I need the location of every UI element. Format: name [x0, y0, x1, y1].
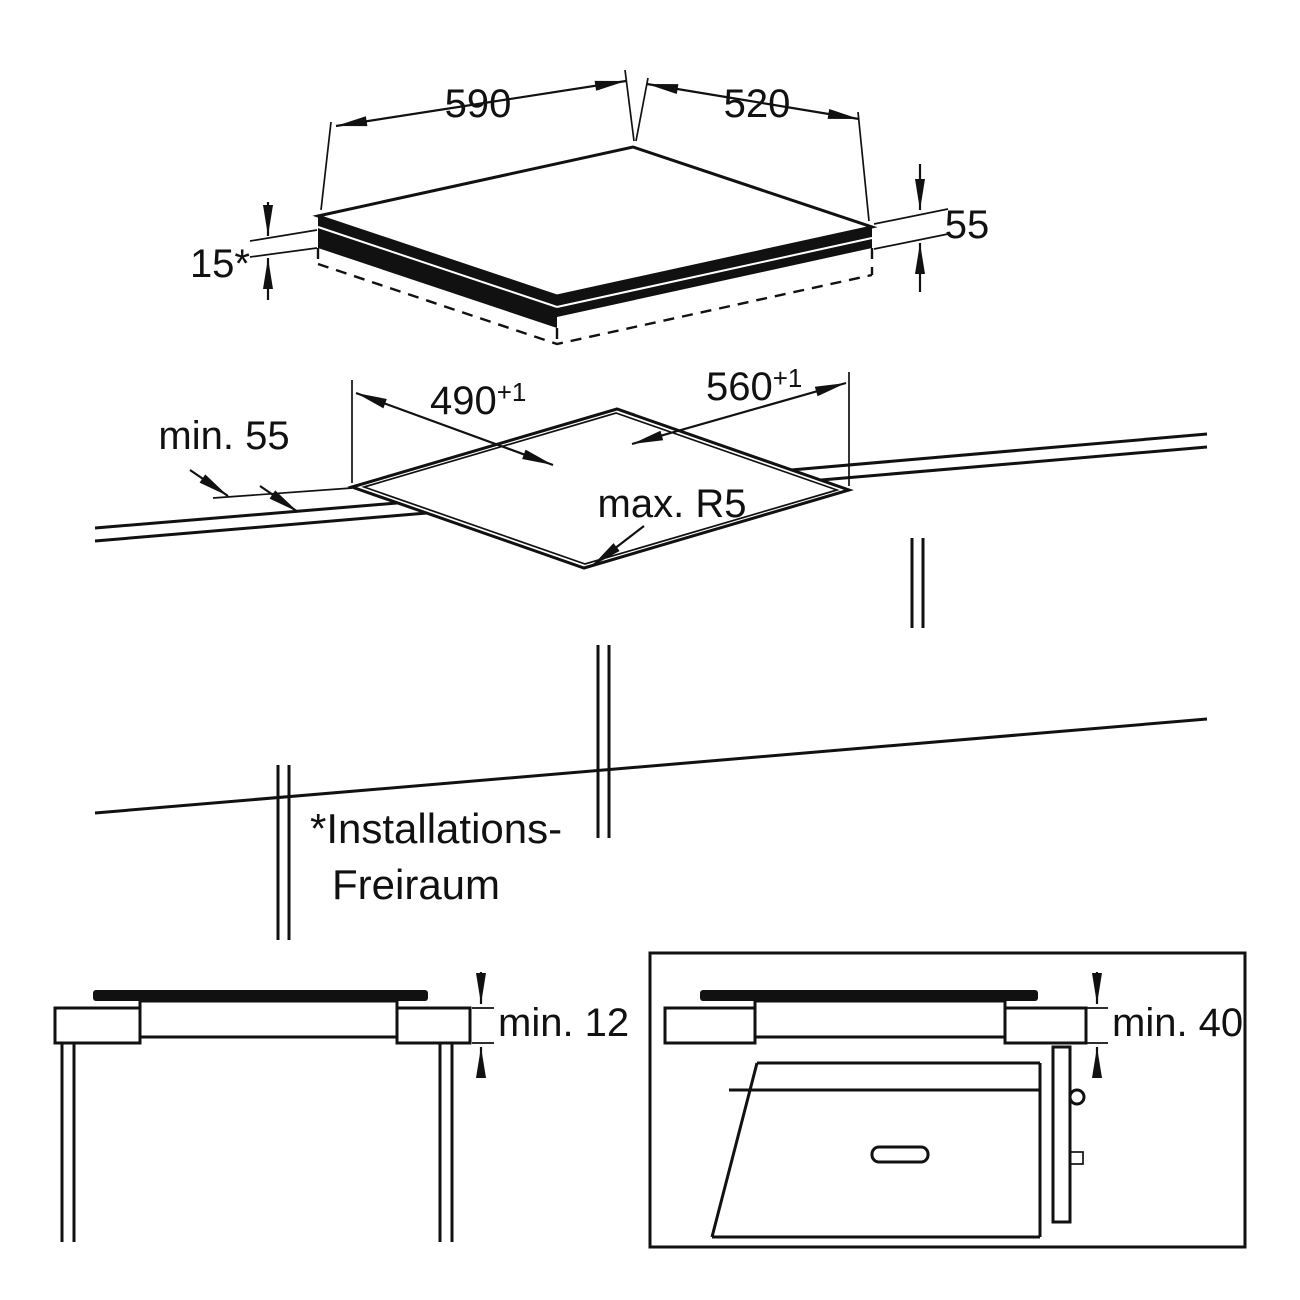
arrow-min55-lower — [259, 485, 299, 513]
hob-glass-section — [700, 990, 1038, 1001]
hob-body-left-face — [318, 226, 557, 328]
worktop-front-edge-right-top — [790, 432, 1208, 472]
oven-clearance-label: min. 40 — [1112, 1001, 1243, 1045]
counter-section-left — [53, 1006, 142, 1045]
counter-section-right — [395, 1006, 472, 1045]
hob-width-label: 590 — [445, 82, 512, 126]
worktop-lower-edge — [94, 717, 1208, 815]
leader-corner-radius — [591, 525, 645, 567]
cutout-width-label: 560+1 — [706, 363, 802, 409]
dim-line-560 — [631, 381, 847, 446]
dim-cutout-width: 560+1 — [631, 363, 850, 486]
oven-knob — [1068, 1088, 1086, 1106]
hob-glass-surface — [312, 145, 878, 298]
hob-body-section — [138, 999, 399, 1039]
dim-hob-depth: 520 — [635, 77, 870, 222]
counter-section-left — [663, 1006, 757, 1045]
cutout-depth-label: 490+1 — [430, 377, 526, 423]
oven — [710, 1061, 1042, 1239]
hob-glass-section — [93, 990, 428, 1001]
worktop-side-view: min. 12 — [53, 972, 629, 1242]
dim-line-520 — [646, 82, 860, 121]
dim-bottom-clearance: 15* — [190, 202, 318, 300]
cabinet-panel-right — [910, 538, 925, 628]
dim-cutout-depth: 490+1 — [351, 377, 554, 483]
hob-depth-label: 520 — [724, 82, 791, 126]
dim-line-490 — [355, 391, 554, 467]
note-line-1: *Installations- — [310, 805, 562, 852]
hob-glass-edge-left — [318, 216, 557, 306]
front-distance-label: min. 55 — [158, 414, 289, 458]
corner-radius-label: max. R5 — [598, 482, 747, 526]
worktop-view — [94, 407, 1208, 940]
hob-body-section — [753, 999, 1007, 1039]
dim-corner-radius: max. R5 — [591, 482, 747, 567]
hob-bottom-clearance-label: 15* — [190, 242, 250, 286]
worktop-front-edge-right-bottom — [820, 445, 1208, 482]
hob-top-view — [312, 145, 878, 346]
oven-latch — [1069, 1151, 1084, 1165]
hob-body-right-face — [557, 237, 872, 317]
dim-line-590 — [335, 79, 627, 128]
hob-height-label: 55 — [945, 203, 990, 247]
dim-hob-width: 590 — [320, 69, 635, 211]
arrow-min55-upper — [189, 469, 229, 497]
oven-side-trim — [1051, 1045, 1072, 1224]
oven-handle — [870, 1145, 930, 1164]
dim-hob-height: 55 — [873, 164, 990, 292]
cabinet-panel-left — [276, 765, 291, 940]
hob-glass-edge-right — [557, 227, 872, 306]
worktop-front-edge-left-bottom — [94, 511, 428, 543]
worktop-front-edge-left-top — [94, 501, 398, 530]
note-line-2: Freiraum — [332, 861, 500, 908]
oven-side-view: min. 40 — [648, 951, 1247, 1249]
worktop-thickness-label: min. 12 — [498, 1001, 629, 1045]
hob-hidden-bottom-edge — [317, 262, 873, 346]
counter-section-right — [1003, 1006, 1088, 1045]
installation-clearance-note: *Installations- Freiraum — [310, 805, 562, 908]
cabinet-panel-middle — [596, 645, 611, 838]
dim-front-distance: min. 55 — [158, 414, 353, 513]
